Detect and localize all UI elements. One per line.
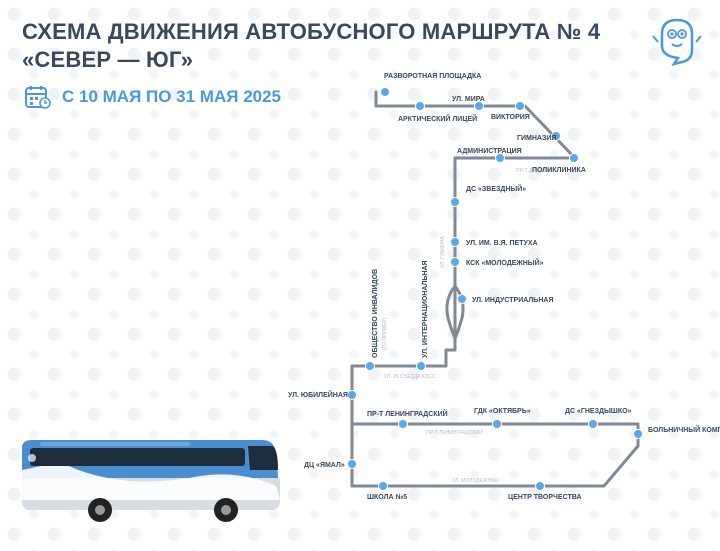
mascot-logo-icon <box>652 18 702 66</box>
stop-marker <box>347 459 357 469</box>
stop-label: ОБЩЕСТВО ИНВАЛИДОВ <box>372 269 379 358</box>
stop-marker <box>415 101 425 111</box>
date-text: С 10 МАЯ ПО 31 МАЯ 2025 <box>62 87 282 106</box>
stop-marker <box>588 419 598 429</box>
street-label: УЛ. 26 СЪЕЗДА КПСС <box>384 374 436 380</box>
street-label: ПР-Т ДРУЖБЫ <box>516 168 552 174</box>
street-labels: ПР-Т ДРУЖБЫ УЛ. ГУБКИНА УЛ. 26 СЪЕЗДА КП… <box>384 168 552 484</box>
stop-marker <box>450 257 460 267</box>
stop-marker <box>551 131 561 141</box>
stop-label: ШКОЛА №5 <box>367 493 407 501</box>
stop-marker <box>535 481 545 491</box>
stop-label: АРКТИЧЕСКИЙ ЛИЦЕЙ <box>398 114 477 123</box>
stop-label: ГДК «ОКТЯБРЬ» <box>474 408 531 415</box>
stop-marker <box>450 197 460 207</box>
stop-label: КСК «МОЛОДЕЖНЫЙ» <box>466 258 544 267</box>
stop-marker <box>515 101 525 111</box>
street-label: ПР-Т ЛЕНИНГРАДСКИЙ <box>426 428 483 436</box>
stop-marker <box>380 87 390 97</box>
stop-label: РАЗВОРОТНАЯ ПЛОЩАДКА <box>384 73 481 80</box>
stop-marker <box>398 419 408 429</box>
stop-marker <box>495 153 505 163</box>
stop-label: ГИМНАЗИЯ <box>517 135 556 142</box>
route-stops <box>347 87 643 491</box>
stop-label: ВИКТОРИЯ <box>491 114 530 121</box>
street-label: УЛ. ГУБКИНА <box>440 236 446 268</box>
page-title: СХЕМА ДВИЖЕНИЯ АВТОБУСНОГО МАРШРУТА № 4 … <box>22 19 601 72</box>
stop-marker <box>347 390 357 400</box>
stop-marker <box>450 237 460 247</box>
stop-label: ДС «ГНЕЗДЫШКО» <box>565 408 632 415</box>
stop-marker <box>569 153 579 163</box>
stop-label: УЛ. ЮБИЛЕЙНАЯ <box>288 390 348 399</box>
stop-label: АДМИНИСТРАЦИЯ <box>457 148 522 155</box>
stop-marker <box>365 361 375 371</box>
stop-label: ПОЛИКЛИНИКА <box>532 167 586 174</box>
stop-label: ДЦ «ЯМАЛ» <box>304 462 345 469</box>
stop-marker <box>633 429 643 439</box>
stop-label: ДС «ЗВЕЗДНЫЙ» <box>466 184 526 193</box>
stop-label: УЛ. ИМ. В.Я. ПЕТУХА <box>466 240 538 247</box>
bus-illustration <box>22 440 280 522</box>
street-label: УЛ. МОЛОДЕЖНАЯ <box>452 478 498 484</box>
calendar-icon <box>25 86 51 109</box>
stop-label: ПР-Т ЛЕНИНГРАДСКИЙ <box>367 409 448 418</box>
stop-marker <box>457 294 467 304</box>
stop-marker <box>474 101 484 111</box>
stop-subtitle: (ГО ПРИМЕР) <box>382 317 388 350</box>
stop-marker <box>492 419 502 429</box>
stop-label: УЛ. МИРА <box>452 96 485 103</box>
stop-marker <box>416 361 426 371</box>
stop-label: УЛ. ИНТЕРНАЦИОНАЛЬНАЯ <box>422 260 429 358</box>
stop-label: ЦЕНТР ТВОРЧЕСТВА <box>508 494 582 501</box>
stop-label: БОЛЬНИЧНЫЙ КОМПЛЕКС <box>648 425 720 434</box>
stop-labels: РАЗВОРОТНАЯ ПЛОЩАДКА УЛ. МИРА АРКТИЧЕСКИ… <box>288 73 720 501</box>
stop-label: УЛ. ИНДУСТРИАЛЬНАЯ <box>472 297 553 304</box>
date-range: С 10 МАЯ ПО 31 МАЯ 2025 <box>24 84 281 110</box>
stop-marker <box>378 481 388 491</box>
